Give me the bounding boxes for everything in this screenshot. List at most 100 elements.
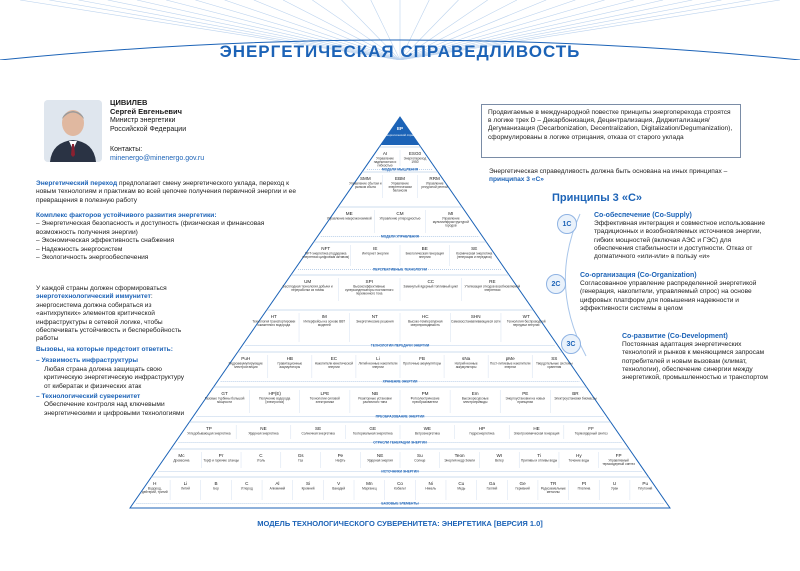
cell-name: Проточные аккумуляторы bbox=[403, 362, 442, 366]
factors-title: Комплекс факторов устойчивого развития э… bbox=[36, 212, 217, 219]
cell-name: гибкостью bbox=[378, 164, 394, 168]
principle-co-development: Со-развитие (Co-Development) Постоянная … bbox=[622, 333, 768, 382]
cell-name: Редкоземельные bbox=[541, 487, 566, 491]
cell-name: Уголь bbox=[257, 459, 266, 463]
model-title: МОДЕЛЬ ТЕХНОЛОГИЧЕСКОГО СУВЕРЕНИТЕТА: ЭН… bbox=[257, 519, 543, 528]
cell-code: RE bbox=[489, 279, 495, 284]
cell-name: Высоко-температурная bbox=[408, 320, 443, 324]
ray-line bbox=[399, 0, 722, 60]
factor-item: Надежность энергосистем bbox=[36, 246, 286, 254]
principle-badge: 3С bbox=[561, 334, 581, 354]
cell-name: Замкнутый ядерный топливный цикл bbox=[403, 285, 458, 289]
cell-name: Ядерная энергетика bbox=[248, 432, 278, 436]
cell-name: Ветер bbox=[495, 459, 504, 463]
cell-code: BR bbox=[572, 391, 579, 396]
cell-code: PuH bbox=[241, 356, 250, 361]
cell-code: EBM bbox=[395, 176, 405, 181]
cell-name: энергии bbox=[419, 255, 431, 259]
contact-email-link[interactable]: minenergo@minenergo.gov.ru bbox=[110, 155, 205, 162]
challenges-title: Вызовы, на которые предстоит ответить: bbox=[36, 346, 173, 353]
cell-name: электроприводы bbox=[463, 400, 488, 404]
cell-code: ME bbox=[346, 211, 353, 216]
cell-name: Гидроэнергетика bbox=[469, 432, 494, 436]
cell-code: Gs bbox=[298, 453, 305, 458]
challenge-text: Любая страна должна защищать свою критич… bbox=[44, 365, 185, 390]
cell-code: Li bbox=[376, 356, 380, 361]
cell-code: SE bbox=[471, 246, 477, 251]
principle-title: Со-организация (Co-Organization) bbox=[580, 272, 697, 279]
cell-name: преобразователи bbox=[412, 400, 438, 404]
energy-transition-text: предполагает смену энергетического уклад… bbox=[36, 180, 297, 204]
ray-line bbox=[78, 0, 401, 60]
cell-code: FP bbox=[616, 453, 622, 458]
cell-name: Водород, bbox=[148, 487, 162, 491]
cell-code: EC bbox=[331, 356, 338, 361]
cell-code: С bbox=[259, 453, 263, 458]
cell-name: Накопители кинетической bbox=[315, 362, 353, 366]
challenge-text: Обеспечение контроля над ключевыми энерг… bbox=[44, 401, 185, 417]
factor-item: Экономическая эффективность снабжения bbox=[36, 237, 286, 245]
pyramid-outline bbox=[129, 116, 671, 509]
cell-code: MI bbox=[448, 211, 453, 216]
cell-code: NE bbox=[377, 453, 383, 458]
cell-code: Su bbox=[417, 453, 423, 458]
cell-code: HP bbox=[479, 426, 485, 431]
cell-name: мощности bbox=[217, 400, 232, 404]
cell-name: Угледобывающая энергетика bbox=[187, 432, 231, 436]
factor-item: Энергетическая безопасность и доступност… bbox=[36, 220, 286, 237]
band-label: ОТРАСЛИ ГЕНЕРАЦИИ ЭНЕРГИИ bbox=[373, 441, 427, 445]
cell-name: сжиженного водорода bbox=[258, 323, 291, 327]
principle-badge: 2С bbox=[546, 274, 566, 294]
principle-badge: 1С bbox=[557, 214, 577, 234]
ray-line bbox=[195, 0, 401, 60]
ray-line bbox=[399, 0, 459, 60]
cell-name: (электролиз) bbox=[265, 400, 284, 404]
cell-name: моделей bbox=[318, 323, 331, 327]
apex-name: Политика энергетической справедливости bbox=[372, 133, 429, 137]
cell-name: Солнце bbox=[414, 459, 425, 463]
cell-name: энергетическим bbox=[388, 185, 411, 189]
cell-code: IM bbox=[322, 314, 327, 319]
cell-code: SMM bbox=[360, 176, 371, 181]
cell-name: энергетики цифровым активом) bbox=[302, 255, 349, 259]
immunity-text-b: : энергосистема должна собираться из «ан… bbox=[36, 293, 182, 343]
cell-name: Энергетические решения bbox=[356, 320, 394, 324]
cell-name: Управление bbox=[376, 157, 394, 161]
cell-name: Высокоресурсные bbox=[462, 397, 489, 401]
cell-code: Ti bbox=[537, 453, 541, 458]
cell-code: pMe bbox=[506, 356, 515, 361]
cell-name: Кобальт bbox=[394, 487, 406, 491]
cell-name: энергии bbox=[372, 365, 384, 369]
cell-name: Литий bbox=[181, 487, 190, 491]
cell-code: HE bbox=[533, 426, 539, 431]
ray-line bbox=[224, 0, 401, 60]
principle-title: Со-развитие (Co-Development) bbox=[622, 333, 728, 340]
cell-name: Платина bbox=[578, 487, 591, 491]
cell-name: Энергоустановки на новых bbox=[505, 397, 545, 401]
